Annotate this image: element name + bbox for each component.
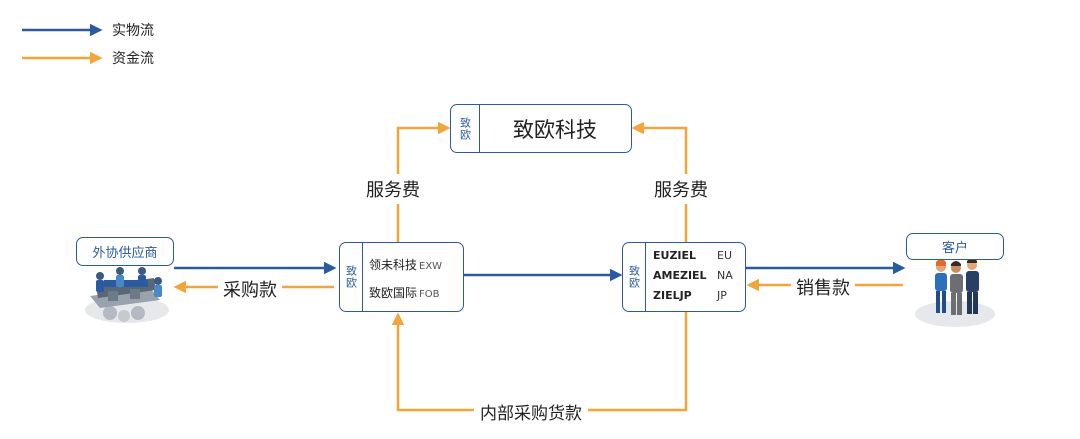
edge-label-internal-payment: 内部采购货款 [474,399,588,424]
entity-code: JP [717,289,727,302]
node-customer: 客户 [906,233,1004,260]
edge-label-service-fee-right: 服务费 [650,174,712,204]
entity-name: ZIELJP [653,289,692,302]
node-zhiou-tech: 致欧 致欧科技 [450,104,632,153]
entity-name: EUZIEL [653,249,697,262]
entity-name: AMEZIEL [653,269,707,282]
entity-name: 领未科技 [369,258,418,272]
factory-workers-icon [85,267,169,323]
cash-overseas-to-domestic [391,312,688,412]
node-supplier: 外协供应商 [76,237,174,266]
customer-group-icon [915,258,995,327]
edge-label-sales-payment: 销售款 [791,274,855,300]
entity-code: FOB [419,289,440,300]
node-title: 致欧科技 [513,117,597,142]
legend-physical-label: 实物流 [112,23,154,39]
edge-label-service-fee-left: 服务费 [362,174,424,204]
entity-name: 致欧国际 [369,286,418,300]
cash-overseas-to-tech [631,121,688,242]
node-tag: 致欧 [340,243,363,311]
entity-code: EXW [419,261,443,272]
cash-domestic-to-tech [396,121,451,242]
entity-code: NA [717,269,733,282]
node-overseas: 致欧 EUZIEL EU AMEZIEL NA ZIELJP JP [622,242,746,312]
node-tag: 致欧 [623,243,646,311]
entity-code: EU [717,249,733,262]
edge-label-purchase-payment: 采购款 [218,276,282,302]
node-tag: 致欧 [451,105,480,152]
legend-cash-label: 资金流 [112,51,154,67]
